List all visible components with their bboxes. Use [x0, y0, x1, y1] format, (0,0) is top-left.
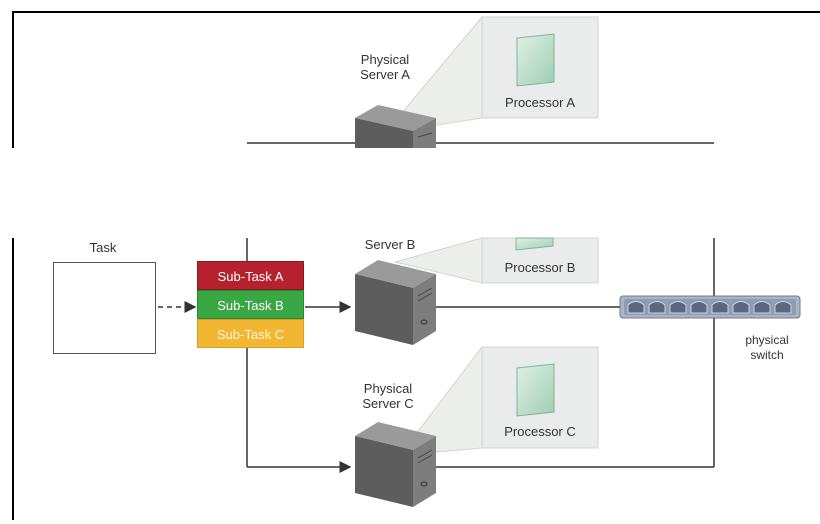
server-c-label: Physical Server C: [348, 381, 428, 411]
processor-c-chip: [516, 363, 555, 417]
subtask-a: Sub-Task A: [197, 261, 304, 290]
switch-label: physical switch: [732, 333, 802, 363]
server-a-label-line2: Server A: [360, 67, 410, 82]
processor-a-chip: [516, 33, 555, 87]
server-b-icon: [355, 260, 436, 345]
switch-port: [774, 301, 792, 314]
switch-label-line1: physical: [745, 333, 789, 347]
task-label: Task: [89, 240, 117, 255]
switch-port: [669, 301, 687, 314]
switch-port: [627, 301, 645, 314]
switch-port: [711, 301, 729, 314]
switch-port: [648, 301, 666, 314]
processor-c-label: Processor C: [504, 424, 576, 439]
processor-a-label: Processor A: [504, 95, 576, 110]
switch-label-line2: switch: [750, 348, 784, 362]
frame-top: [12, 11, 820, 148]
server-c-icon: [355, 422, 436, 507]
subtask-c: Sub-Task C: [197, 319, 304, 348]
server-c-label-line1: Physical: [363, 381, 413, 396]
physical-switch-icon: [619, 295, 801, 319]
processor-b-chip: [515, 237, 554, 251]
task-box: [53, 262, 156, 354]
server-a-icon: [355, 105, 436, 148]
processor-b-label: Processor B: [504, 260, 576, 275]
server-a-label-line1: Physical: [360, 52, 410, 67]
server-a-label: Physical Server A: [355, 52, 415, 82]
switch-port: [690, 301, 708, 314]
switch-port: [753, 301, 771, 314]
subtask-b: Sub-Task B: [197, 290, 304, 319]
server-b-label: Server B: [364, 237, 416, 252]
switch-port: [732, 301, 750, 314]
server-c-label-line2: Server C: [362, 396, 414, 411]
